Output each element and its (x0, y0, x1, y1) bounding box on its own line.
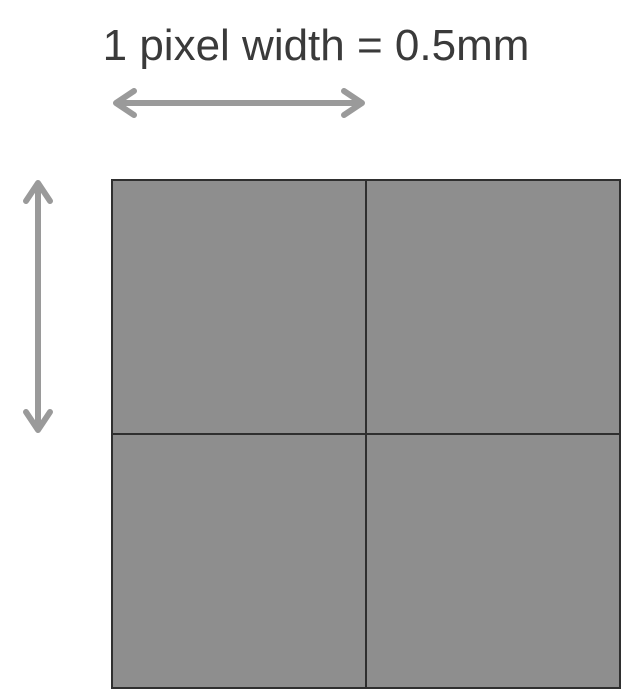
pixel-cell-top-left (112, 180, 366, 434)
pixel-width-caption: 1 pixel width = 0.5mm (102, 21, 530, 70)
vertical-double-arrow-icon (23, 180, 53, 433)
pixel-cell-top-right (366, 180, 620, 434)
pixel-grid (111, 179, 621, 689)
horizontal-double-arrow-icon (113, 88, 365, 118)
pixel-cell-bottom-right (366, 434, 620, 688)
pixel-cell-bottom-left (112, 434, 366, 688)
